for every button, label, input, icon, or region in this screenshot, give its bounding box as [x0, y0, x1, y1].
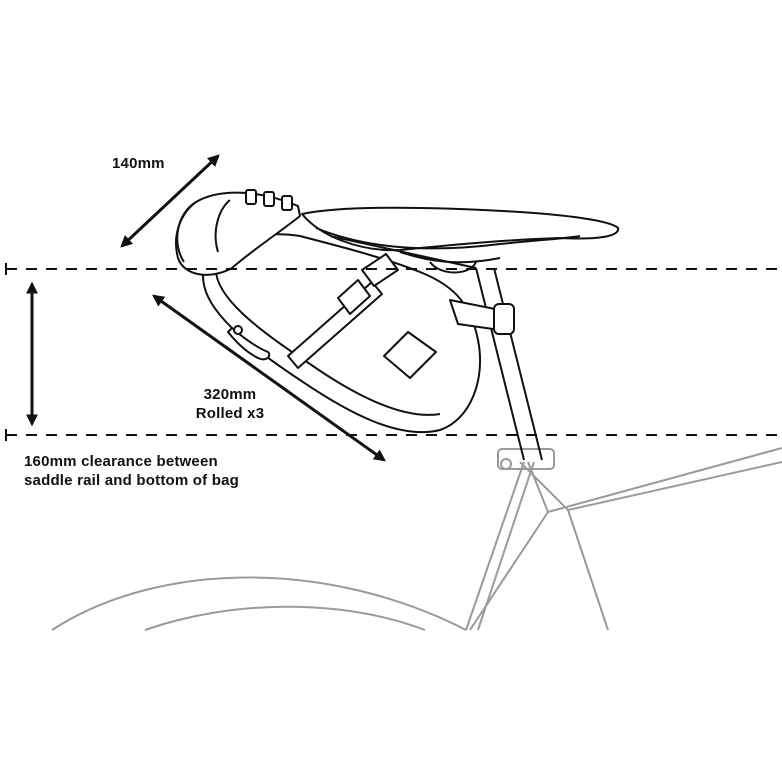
width-label-text: 140mm	[112, 155, 165, 172]
clearance-label-line1: 160mm clearance between	[24, 453, 218, 470]
clearance-label: 160mm clearance between saddle rail and …	[24, 452, 264, 490]
length-label: 320mm Rolled x3	[190, 385, 270, 423]
width-label: 140mm	[112, 154, 165, 173]
rear-wheel	[51, 576, 467, 631]
width-dimension-arrow	[120, 154, 220, 248]
dimension-arrows	[26, 154, 386, 462]
length-dimension-arrow	[152, 294, 386, 462]
bike-frame	[465, 447, 782, 631]
length-label-line1: 320mm	[203, 386, 257, 403]
clearance-label-line2: saddle rail and bottom of bag	[24, 472, 239, 489]
reference-lines	[5, 263, 782, 441]
saddle	[301, 206, 620, 274]
length-label-line2: Rolled x3	[195, 405, 265, 422]
seatpost	[475, 267, 543, 461]
